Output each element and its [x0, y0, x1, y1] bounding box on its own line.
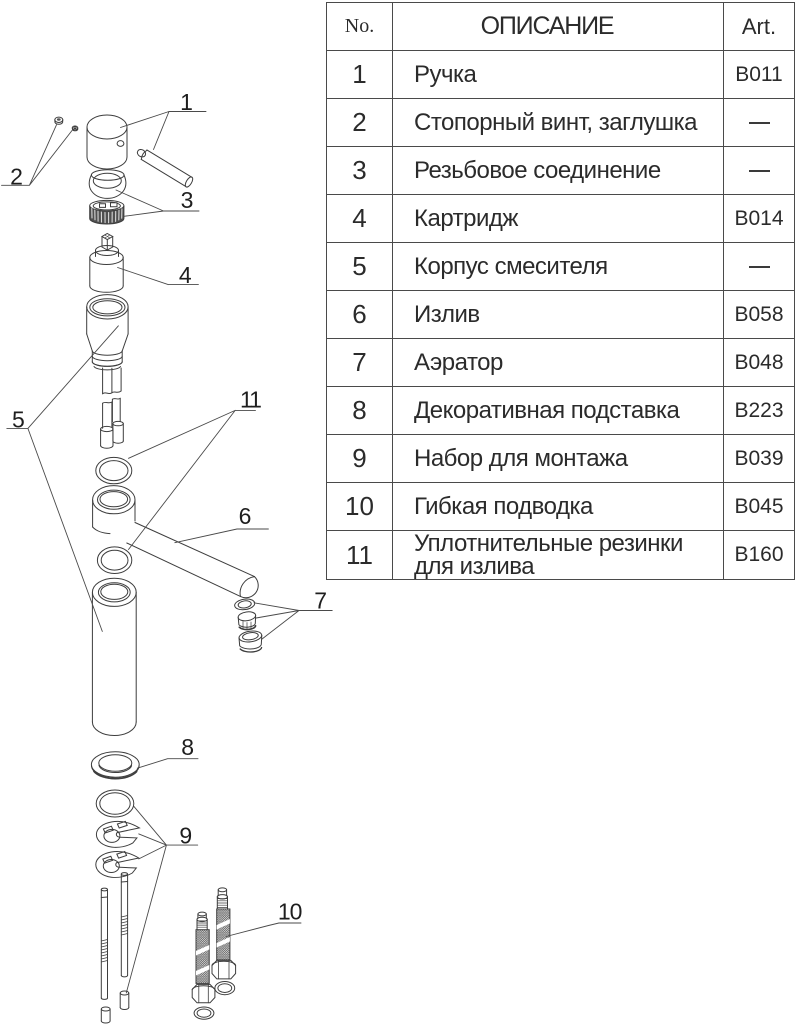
svg-text:6: 6 [239, 503, 252, 529]
svg-text:5: 5 [12, 407, 25, 433]
svg-text:10: 10 [278, 899, 302, 925]
svg-text:4: 4 [179, 262, 192, 288]
svg-text:3: 3 [181, 187, 194, 213]
svg-text:11: 11 [240, 387, 261, 413]
svg-text:8: 8 [181, 734, 194, 760]
svg-text:2: 2 [10, 164, 23, 190]
svg-text:1: 1 [180, 89, 193, 115]
svg-text:7: 7 [314, 588, 327, 614]
svg-text:9: 9 [179, 823, 192, 849]
